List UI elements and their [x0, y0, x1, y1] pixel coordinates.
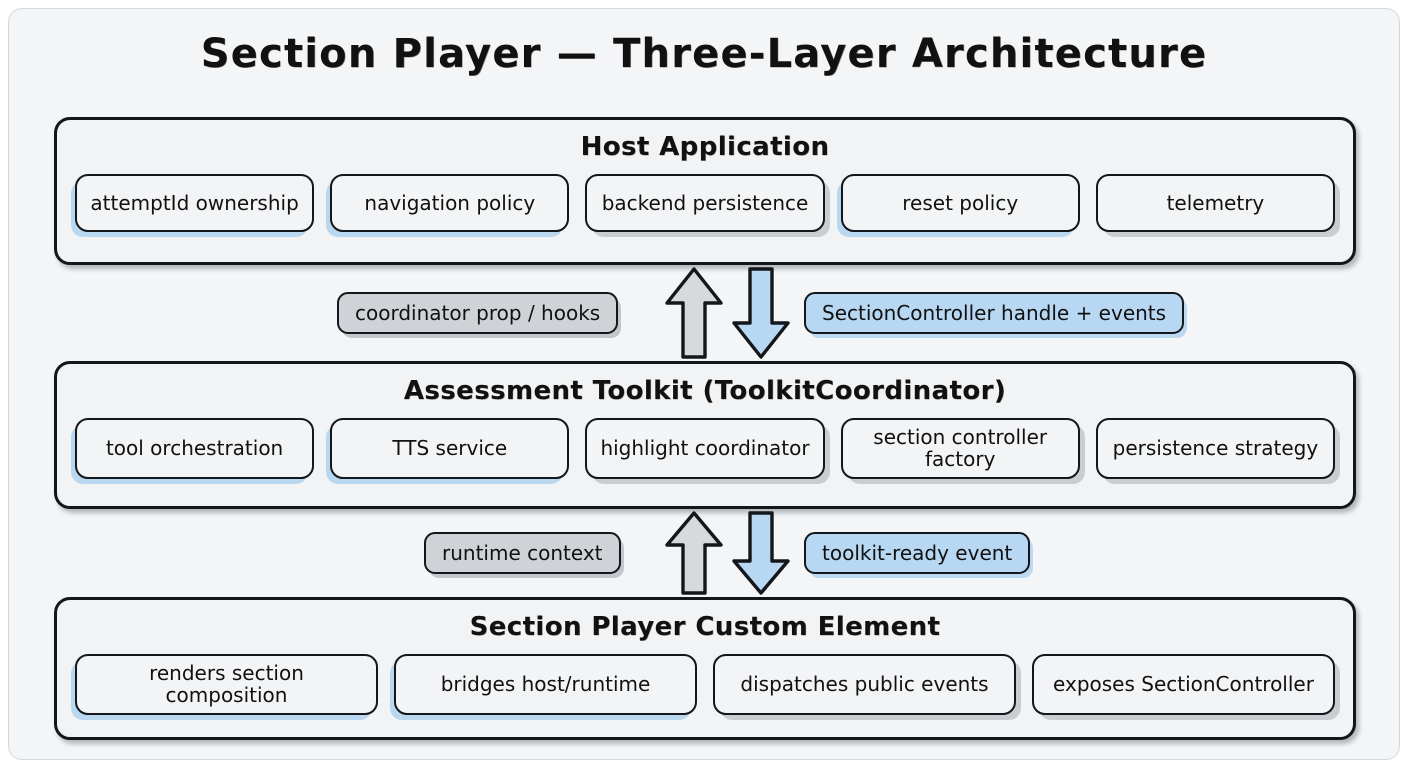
chip-bridges-host-runtime[interactable]: bridges host/runtime	[394, 654, 697, 715]
chip-tool-orchestration[interactable]: tool orchestration	[75, 418, 315, 479]
arrow-up-gray-toolkit-element	[665, 511, 723, 595]
connector-label-runtime-context: runtime context	[424, 532, 621, 574]
arrow-up-gray-host-toolkit	[665, 267, 723, 359]
layer-host-application: Host Application attemptId ownership nav…	[54, 117, 1356, 265]
chip-row-host-application: attemptId ownership navigation policy ba…	[57, 162, 1353, 250]
arrow-down-blue-toolkit-element	[732, 511, 790, 595]
chip-telemetry[interactable]: telemetry	[1095, 174, 1336, 232]
chip-highlight-coordinator[interactable]: highlight coordinator	[585, 418, 825, 479]
chip-renders-section-composition[interactable]: renders section composition	[75, 654, 378, 715]
chip-exposes-sectioncontroller[interactable]: exposes SectionController	[1032, 654, 1335, 715]
layer-assessment-toolkit: Assessment Toolkit (ToolkitCoordinator) …	[54, 361, 1356, 509]
layer-section-player-custom-element: Section Player Custom Element renders se…	[54, 597, 1356, 740]
chip-backend-persistence[interactable]: backend persistence	[585, 174, 825, 232]
chip-attemptid-ownership[interactable]: attemptId ownership	[75, 174, 315, 232]
layer-title-host-application: Host Application	[580, 132, 830, 162]
chip-persistence-strategy[interactable]: persistence strategy	[1095, 418, 1336, 479]
arrow-down-blue-host-toolkit	[732, 267, 790, 359]
layer-title-section-player-custom-element: Section Player Custom Element	[469, 612, 941, 642]
chip-navigation-policy[interactable]: navigation policy	[330, 174, 570, 232]
connector-label-sectioncontroller-handle-events: SectionController handle + events	[804, 292, 1185, 334]
chip-row-section-player-custom-element: renders section composition bridges host…	[57, 642, 1353, 733]
connector-label-coordinator-prop-hooks: coordinator prop / hooks	[337, 292, 619, 334]
layer-title-assessment-toolkit: Assessment Toolkit (ToolkitCoordinator)	[403, 376, 1007, 406]
connector-label-toolkit-ready-event: toolkit-ready event	[804, 532, 1031, 574]
chip-row-assessment-toolkit: tool orchestration TTS service highlight…	[57, 406, 1353, 497]
chip-tts-service[interactable]: TTS service	[330, 418, 570, 479]
connector-toolkit-element: runtime context toolkit-ready event	[54, 509, 1356, 597]
connector-host-toolkit: coordinator prop / hooks SectionControll…	[54, 265, 1356, 361]
chip-section-controller-factory[interactable]: section controller factory	[840, 418, 1080, 479]
chip-dispatches-public-events[interactable]: dispatches public events	[713, 654, 1016, 715]
diagram-canvas: Section Player — Three-Layer Architectur…	[8, 8, 1400, 760]
page-title: Section Player — Three-Layer Architectur…	[200, 31, 1208, 77]
chip-reset-policy[interactable]: reset policy	[840, 174, 1080, 232]
